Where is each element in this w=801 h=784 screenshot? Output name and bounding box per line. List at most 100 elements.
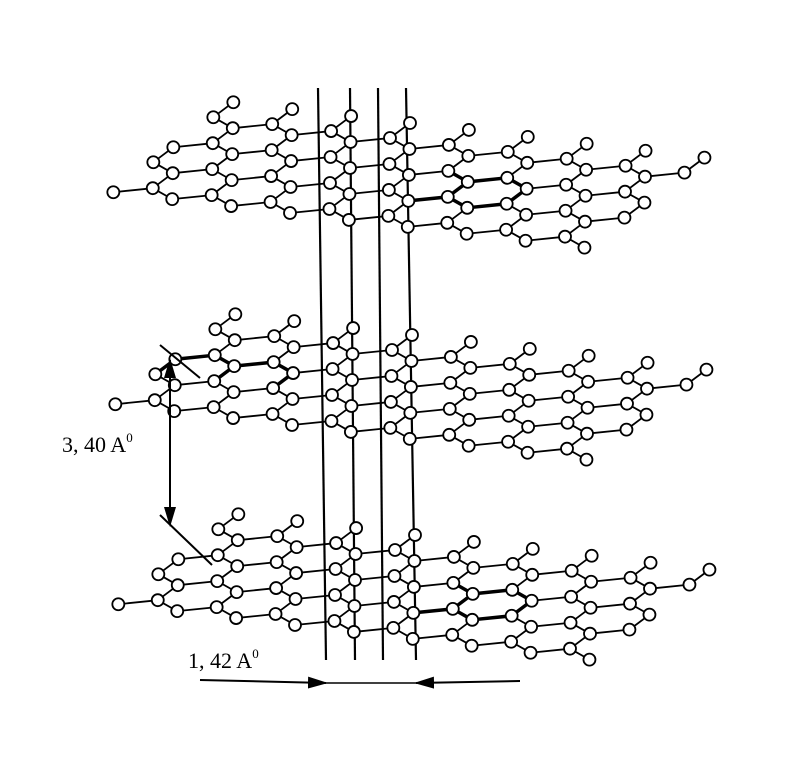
atom-node xyxy=(382,157,397,171)
atom-node xyxy=(226,385,241,400)
atom-node xyxy=(381,183,396,197)
atom-node xyxy=(283,180,298,194)
atom-node xyxy=(405,328,419,342)
atom-node xyxy=(404,354,419,368)
atom-node xyxy=(643,555,658,570)
atom-node xyxy=(559,151,574,166)
atom-node xyxy=(264,143,279,158)
interlayer-distance-label: 3, 40 A0 xyxy=(62,430,133,457)
atom-node xyxy=(579,136,594,151)
bond-length-dimension: 1, 42 A0 xyxy=(188,646,521,689)
atom-node xyxy=(443,350,458,364)
atom-node xyxy=(699,362,714,377)
atom-node xyxy=(622,622,637,637)
atom-node xyxy=(387,569,402,583)
atom-node xyxy=(638,169,652,184)
atom-node xyxy=(581,374,596,389)
atom-node xyxy=(290,514,305,529)
atom-node xyxy=(522,367,537,382)
atom-node xyxy=(463,360,478,375)
dimension-arrow-right xyxy=(414,676,521,689)
atom-node xyxy=(205,136,220,151)
atom-node xyxy=(520,129,535,144)
atom-node xyxy=(346,625,361,639)
atom-node xyxy=(342,187,357,201)
atom-node xyxy=(148,367,163,382)
atom-node xyxy=(211,522,226,537)
atom-node xyxy=(323,176,337,190)
atom-node xyxy=(617,210,632,225)
atom-node xyxy=(288,618,302,632)
atom-node xyxy=(284,154,299,168)
atom-node xyxy=(620,396,634,411)
atom-node xyxy=(525,567,540,582)
atom-node xyxy=(165,166,180,181)
atom-node xyxy=(579,162,594,177)
atom-node xyxy=(563,615,578,630)
atom-node xyxy=(402,142,417,156)
atom-node xyxy=(502,382,517,397)
atom-node xyxy=(111,597,126,612)
atom-node xyxy=(324,124,339,138)
atom-node xyxy=(348,547,363,561)
atom-node xyxy=(523,645,538,660)
atom-node xyxy=(170,604,185,619)
atom-node xyxy=(400,219,415,234)
atom-node xyxy=(446,550,461,564)
atom-node xyxy=(386,620,401,635)
atom-node xyxy=(618,184,632,199)
atom-node xyxy=(329,536,344,550)
bond-length-label: 1, 42 A0 xyxy=(188,646,259,673)
atom-node xyxy=(500,170,515,185)
lattice-layer xyxy=(111,507,717,667)
atom-node xyxy=(270,529,285,544)
atom-node xyxy=(170,578,185,593)
atom-node xyxy=(230,533,245,548)
atom-node xyxy=(640,381,654,396)
atom-node xyxy=(381,208,396,223)
atom-node xyxy=(465,586,480,601)
atom-node xyxy=(460,174,475,189)
atom-node xyxy=(584,574,599,589)
atom-node xyxy=(702,562,717,577)
atom-node xyxy=(501,434,516,449)
atom-node xyxy=(578,214,592,229)
lattice-layer xyxy=(108,307,714,467)
dimension-arrow-left xyxy=(199,676,328,689)
atom-node xyxy=(521,419,536,434)
atom-node xyxy=(210,548,225,563)
atom-node xyxy=(519,207,534,222)
atom-node xyxy=(442,427,457,442)
atom-node xyxy=(288,592,303,606)
atom-node xyxy=(563,641,577,656)
atom-node xyxy=(227,333,242,348)
atom-node xyxy=(406,605,421,620)
atom-node xyxy=(520,155,535,170)
atom-node xyxy=(346,321,361,335)
atom-node xyxy=(403,380,418,394)
atom-node xyxy=(343,135,358,149)
atom-node xyxy=(522,341,537,356)
atom-node xyxy=(348,573,362,587)
atom-node xyxy=(462,386,477,401)
atom-node xyxy=(618,158,633,173)
atom-node xyxy=(225,147,240,162)
atom-node xyxy=(558,229,572,244)
atom-node xyxy=(383,131,397,145)
atom-node xyxy=(559,177,574,192)
atom-node xyxy=(463,335,478,349)
atom-node xyxy=(524,593,539,608)
atom-node xyxy=(323,150,338,164)
atom-node xyxy=(637,195,652,210)
atom-node xyxy=(266,355,281,370)
atom-node xyxy=(269,555,284,570)
atom-node xyxy=(210,574,225,589)
atom-node xyxy=(343,161,357,175)
atom-node xyxy=(582,652,597,667)
atom-node xyxy=(578,188,593,203)
atom-node xyxy=(402,431,417,446)
lattice-layers xyxy=(106,95,717,667)
atom-node xyxy=(289,540,304,555)
atom-node xyxy=(106,185,121,200)
